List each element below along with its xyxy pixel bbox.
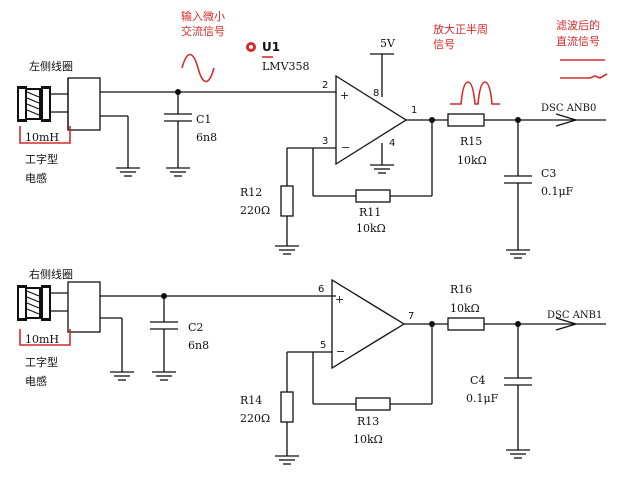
svg-text:R12: R12	[240, 186, 262, 199]
annotation-input-signal: 输入微小 交流信号	[181, 9, 225, 83]
svg-text:C1: C1	[196, 113, 211, 126]
ground-icon	[506, 249, 530, 259]
channel-2: 右侧线圈 10mH 工字型 电感 C2 6n8	[17, 267, 606, 465]
svg-text:0.1μF: 0.1μF	[541, 185, 574, 198]
svg-text:R16: R16	[450, 283, 472, 296]
svg-text:0.1μF: 0.1μF	[466, 392, 499, 405]
svg-text:左侧线圈: 左侧线圈	[29, 59, 73, 73]
ground-icon	[166, 167, 190, 177]
svg-text:3: 3	[322, 136, 328, 147]
svg-text:直流信号: 直流信号	[556, 34, 600, 48]
svg-text:−: −	[336, 345, 345, 358]
ground-icon	[506, 449, 530, 459]
svg-text:+: +	[340, 89, 349, 102]
svg-text:7: 7	[408, 311, 414, 322]
ground-icon	[152, 371, 176, 381]
dc-level-rippled-icon	[560, 73, 608, 79]
ground-icon	[370, 164, 394, 174]
svg-text:DSC ANB1: DSC ANB1	[547, 310, 602, 321]
svg-text:6: 6	[318, 284, 324, 295]
svg-text:放大正半周: 放大正半周	[433, 22, 488, 36]
svg-text:5V: 5V	[380, 37, 396, 50]
svg-text:220Ω: 220Ω	[240, 204, 270, 217]
coil-connector-1	[67, 77, 101, 131]
svg-text:交流信号: 交流信号	[181, 24, 225, 38]
svg-text:工字型: 工字型	[25, 152, 58, 166]
resistor-r14	[280, 391, 294, 423]
inductor-l1	[17, 78, 69, 130]
svg-text:工字型: 工字型	[25, 355, 58, 369]
channel-1: 左侧线圈 10mH 工字型 电感	[17, 37, 606, 259]
svg-text:1: 1	[411, 105, 417, 116]
svg-text:2: 2	[322, 80, 328, 91]
svg-text:U1: U1	[262, 40, 280, 54]
annotation-filtered-dc: 滤波后的 直流信号	[556, 18, 608, 79]
svg-text:R13: R13	[357, 415, 379, 428]
opamp-1	[335, 74, 408, 166]
resistor-r13	[355, 397, 391, 411]
svg-text:C4: C4	[470, 374, 485, 387]
svg-text:电感: 电感	[25, 375, 47, 388]
ground-icon	[110, 371, 134, 381]
half-wave-pulse-icon	[450, 81, 500, 105]
svg-text:C2: C2	[188, 321, 203, 334]
svg-text:10mH: 10mH	[25, 333, 59, 346]
svg-text:电感: 电感	[25, 172, 47, 185]
svg-text:8: 8	[373, 88, 379, 99]
svg-text:5: 5	[320, 340, 326, 351]
opamp-2	[331, 278, 406, 370]
svg-text:10kΩ: 10kΩ	[353, 433, 383, 446]
svg-text:+: +	[335, 293, 344, 306]
chip-label: U1 LMV358	[246, 40, 310, 73]
annotation-half-wave: 放大正半周 信号	[433, 22, 500, 105]
ground-icon	[275, 455, 299, 465]
inductor-l2	[17, 285, 68, 321]
resistor-r12	[280, 185, 294, 217]
svg-text:220Ω: 220Ω	[240, 412, 270, 425]
ground-icon	[275, 245, 299, 255]
svg-text:信号: 信号	[433, 38, 455, 51]
svg-text:右侧线圈: 右侧线圈	[29, 267, 73, 281]
svg-text:10kΩ: 10kΩ	[356, 222, 386, 235]
ground-icon	[116, 167, 140, 177]
svg-text:4: 4	[389, 138, 395, 149]
svg-text:10kΩ: 10kΩ	[457, 154, 487, 167]
svg-text:10kΩ: 10kΩ	[450, 302, 480, 315]
svg-text:C3: C3	[541, 167, 556, 180]
svg-text:10mH: 10mH	[25, 131, 59, 144]
svg-text:6n8: 6n8	[188, 339, 209, 352]
svg-text:LMV358: LMV358	[262, 60, 310, 73]
coil-connector-2	[67, 281, 101, 333]
resistor-r16	[447, 317, 485, 331]
svg-text:R14: R14	[240, 394, 262, 407]
svg-text:输入微小: 输入微小	[181, 9, 225, 23]
svg-text:6n8: 6n8	[196, 131, 217, 144]
svg-text:滤波后的: 滤波后的	[556, 18, 600, 32]
sine-wave-icon	[181, 53, 215, 83]
svg-text:R11: R11	[359, 206, 381, 219]
svg-text:−: −	[341, 141, 350, 154]
resistor-r15	[447, 113, 485, 127]
svg-text:R15: R15	[460, 135, 482, 148]
resistor-r11	[355, 189, 391, 203]
svg-text:DSC ANB0: DSC ANB0	[541, 103, 596, 114]
